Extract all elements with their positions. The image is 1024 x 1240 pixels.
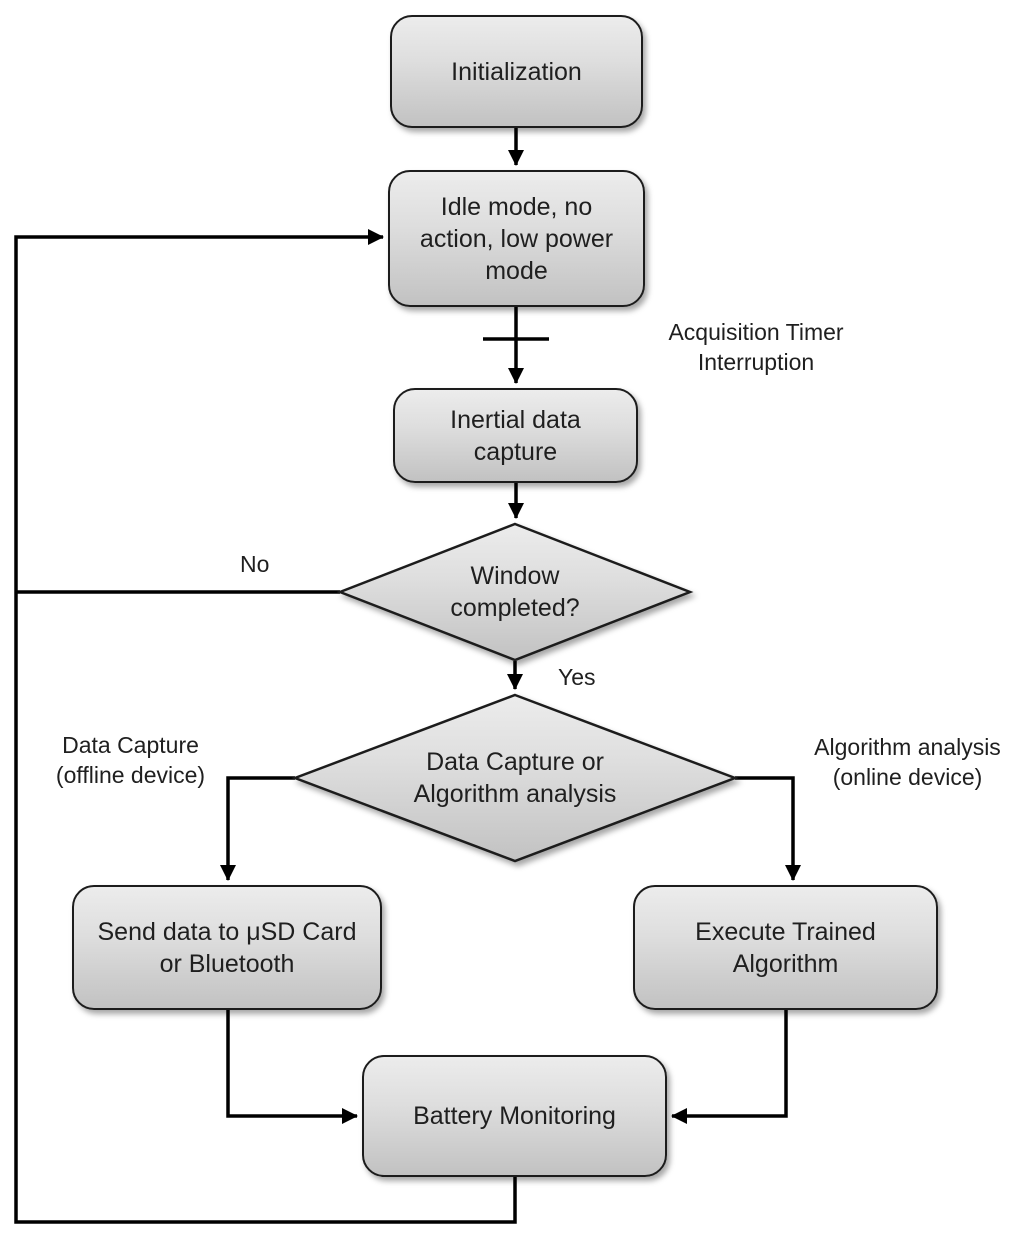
label-data-capture-offline: Data Capture (offline device) (55, 732, 206, 788)
label-algorithm-analysis-online: Algorithm analysis (online device) (814, 734, 1001, 790)
node-send-label-line1: Send data to μSD Card (97, 917, 357, 946)
node-idle-mode-label-line3: mode (485, 256, 548, 285)
edge-execute-to-battery (671, 1010, 788, 1124)
label-yes: Yes (558, 664, 596, 690)
label-no: No (240, 551, 270, 577)
node-execute-label-line1: Execute Trained (695, 917, 876, 946)
label-acquisition-timer-interruption: Acquisition Timer Interruption (668, 319, 844, 375)
edge-send-to-battery (226, 1010, 358, 1124)
node-inertial-data-capture: Inertial data capture (393, 388, 638, 483)
node-idle-mode-label-line2: action, low power (419, 224, 614, 253)
decision-window-completed-diamond (336, 522, 694, 662)
edge-decision-to-send (220, 776, 295, 881)
edge-loop-return-to-idle (14, 229, 517, 1224)
node-execute-trained-algorithm: Execute Trained Algorithm (633, 885, 938, 1010)
node-idle-mode-label-line1: Idle mode, no (440, 192, 593, 221)
node-idle-mode: Idle mode, no action, low power mode (388, 170, 645, 307)
node-inertial-label-line1: Inertial data (450, 405, 581, 434)
node-initialization: Initialization (390, 15, 643, 128)
decision-data-capture-or-algorithm-label: Data Capture or Algorithm analysis (413, 748, 617, 808)
node-initialization-label: Initialization (451, 57, 582, 86)
decision-data-capture-or-algorithm-diamond (291, 693, 739, 863)
node-send-data-sd-bluetooth: Send data to μSD Card or Bluetooth (72, 885, 382, 1010)
node-send-label-line2: or Bluetooth (159, 949, 295, 978)
node-inertial-label-line2: capture (473, 437, 558, 466)
node-execute-label-line2: Algorithm (732, 949, 839, 978)
edge-decision-to-execute (735, 776, 801, 881)
node-battery-monitoring: Battery Monitoring (362, 1055, 667, 1177)
node-battery-label: Battery Monitoring (413, 1102, 616, 1130)
decision-window-completed-label: Window completed? (450, 562, 580, 622)
